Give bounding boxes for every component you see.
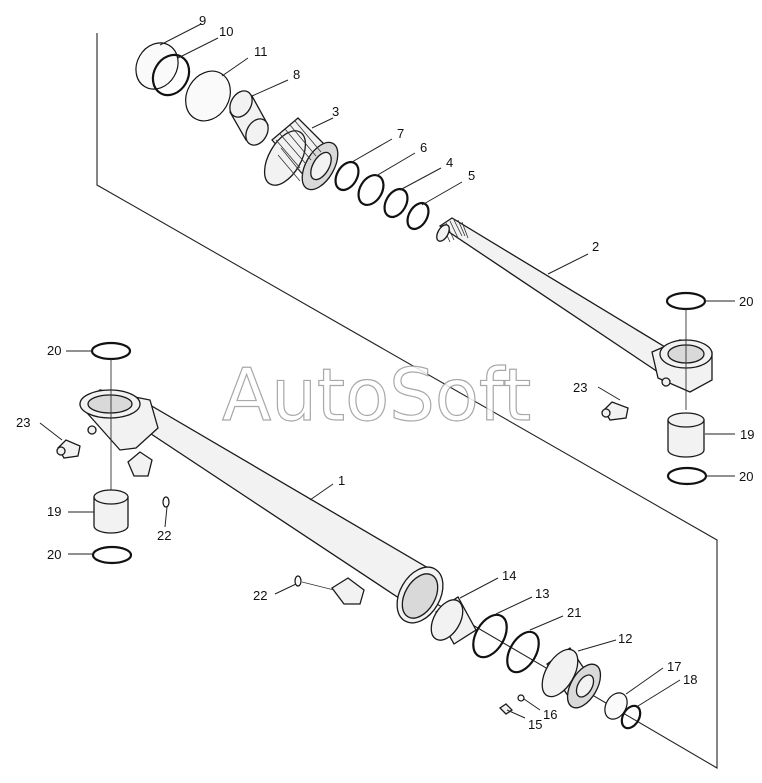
part-22-oring-a	[162, 496, 170, 508]
part-20-washer-top-left	[90, 341, 132, 361]
part-18-ring	[620, 704, 642, 730]
callout-12: 12	[618, 631, 632, 646]
leader-lines	[39, 23, 735, 719]
callout-4: 4	[446, 155, 453, 170]
part-6-seal	[357, 173, 385, 207]
part-4-seal	[383, 187, 409, 219]
callout-3: 3	[332, 104, 339, 119]
callout-22-lower: 22	[253, 588, 267, 603]
part-19-bushing-right	[667, 412, 705, 458]
part-14-bushing	[430, 596, 477, 645]
part-5-ring	[406, 201, 430, 231]
callout-19-right: 19	[740, 427, 754, 442]
part-20-washer-top-right	[665, 291, 707, 311]
callout-11: 11	[254, 44, 268, 59]
part-16-ball	[517, 694, 525, 702]
part-7-seal	[334, 160, 360, 192]
part-12-piston	[541, 647, 602, 709]
callout-15: 15	[528, 717, 542, 732]
callout-23-left: 23	[16, 415, 30, 430]
part-20-washer-bottom-right	[666, 466, 708, 486]
part-22-oring-b	[294, 575, 302, 587]
callout-20-top-right: 20	[739, 294, 753, 309]
part-2-piston-rod	[436, 217, 713, 393]
barrel-port-fitting	[331, 577, 365, 605]
callout-14: 14	[502, 568, 516, 583]
callout-22-upper: 22	[157, 528, 171, 543]
callout-17: 17	[667, 659, 681, 674]
callout-13: 13	[535, 586, 549, 601]
callout-21: 21	[567, 605, 581, 620]
callout-5: 5	[468, 168, 475, 183]
part-15-screw	[498, 703, 514, 715]
callout-1: 1	[338, 473, 345, 488]
part-20-washer-bottom-left	[91, 545, 133, 565]
callout-20-bottom-right: 20	[739, 469, 753, 484]
callout-10: 10	[219, 24, 233, 39]
part-1-cylinder-barrel	[79, 389, 444, 624]
watermark-text: AutoSoft	[222, 353, 531, 437]
callout-23-right: 23	[573, 380, 587, 395]
callout-8: 8	[293, 67, 300, 82]
callout-18: 18	[683, 672, 697, 687]
axis-oring-b	[301, 581, 335, 591]
part-10-ring	[151, 53, 191, 97]
callout-6: 6	[420, 140, 427, 155]
callout-labels: 9 10 11 8 3 7 6 4 5 2 20 23 19 20 20 23 …	[16, 13, 754, 732]
part-21-seal	[506, 630, 540, 674]
part-13-seal	[472, 613, 508, 659]
part-19-bushing-left	[93, 489, 129, 534]
callout-20-bottom-left: 20	[47, 547, 61, 562]
part-3-threaded-nut	[263, 117, 339, 191]
part-17-disc	[604, 692, 628, 720]
part-23-grease-fitting-right	[601, 401, 629, 421]
part-8-bushing	[229, 90, 269, 146]
part-11-disc	[185, 70, 231, 122]
callout-9: 9	[199, 13, 206, 28]
callout-20-top-left: 20	[47, 343, 61, 358]
callout-7: 7	[397, 126, 404, 141]
part-23-grease-fitting-left	[56, 439, 81, 459]
callout-19-left: 19	[47, 504, 61, 519]
callout-16: 16	[543, 707, 557, 722]
callout-2: 2	[592, 239, 599, 254]
